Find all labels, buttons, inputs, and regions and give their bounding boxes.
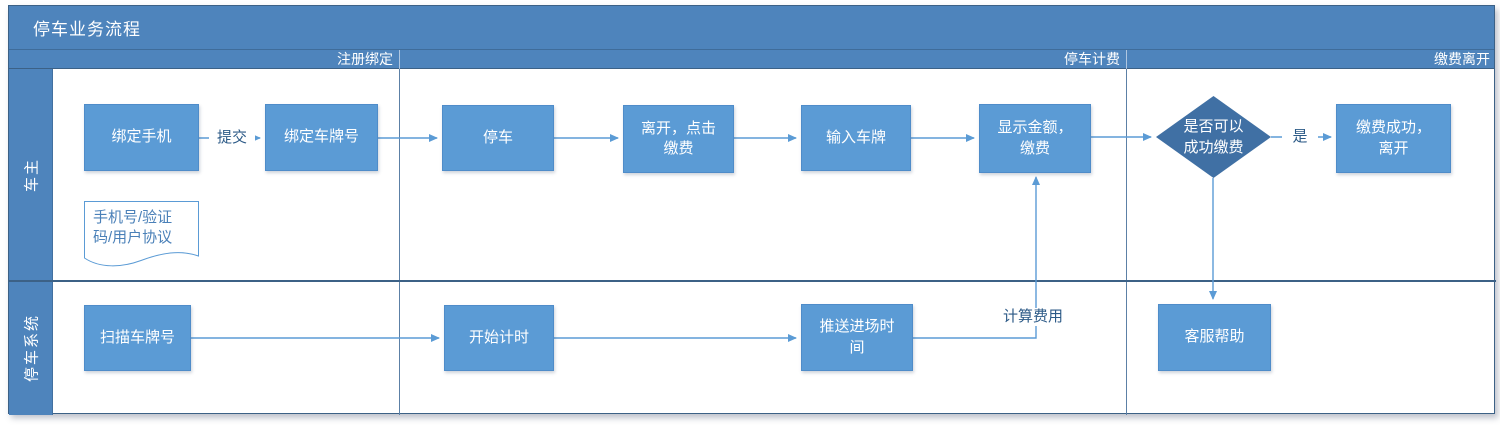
diagram-title: 停车业务流程 [33,20,141,39]
node-scan-plate[interactable]: 扫描车牌号 [84,305,191,371]
node-decision-pay-success[interactable]: 是否可以 成功缴费 [1156,96,1271,178]
phase-header-row: 注册绑定 停车计费 缴费离开 [9,49,1494,69]
phase-header-parking-billing: 停车计费 [399,50,1126,69]
node-bind-plate[interactable]: 绑定车牌号 [265,104,378,171]
node-push-entry-time[interactable]: 推送进场时 间 [801,304,913,371]
node-leave-click-pay[interactable]: 离开，点击 缴费 [623,105,734,173]
flowchart-frame: 停车业务流程 注册绑定 停车计费 缴费离开 车主 停车系统 [8,5,1496,415]
phase-header-register-bind: 注册绑定 [337,51,393,67]
edge-label-yes: 是 [1282,128,1318,146]
phase-divider-1 [399,69,400,415]
lane-label-car-owner: 车主 [23,157,41,193]
node-park[interactable]: 停车 [442,105,554,171]
node-doc-phone-info[interactable]: 手机号/验证 码/用户协议 [84,201,199,269]
document-shape-outline [84,201,199,267]
lane-divider [9,280,1496,282]
node-start-timing[interactable]: 开始计时 [444,305,554,371]
node-pay-success-leave[interactable]: 缴费成功， 离开 [1336,104,1451,173]
edge-label-submit: 提交 [209,129,255,147]
diagram-title-bar: 停车业务流程 [9,6,1494,49]
phase-header-pay-leave: 缴费离开 [1126,50,1496,69]
lane-label-parking-system: 停车系统 [23,313,41,383]
lane-label-column [9,69,53,415]
node-bind-phone[interactable]: 绑定手机 [84,104,199,171]
node-enter-plate[interactable]: 输入车牌 [801,105,911,171]
node-show-amount-pay[interactable]: 显示金额， 缴费 [979,104,1091,173]
phase-divider-2 [1126,69,1127,415]
node-customer-service[interactable]: 客服帮助 [1158,304,1271,371]
edge-label-calc-fee: 计算费用 [991,308,1075,326]
